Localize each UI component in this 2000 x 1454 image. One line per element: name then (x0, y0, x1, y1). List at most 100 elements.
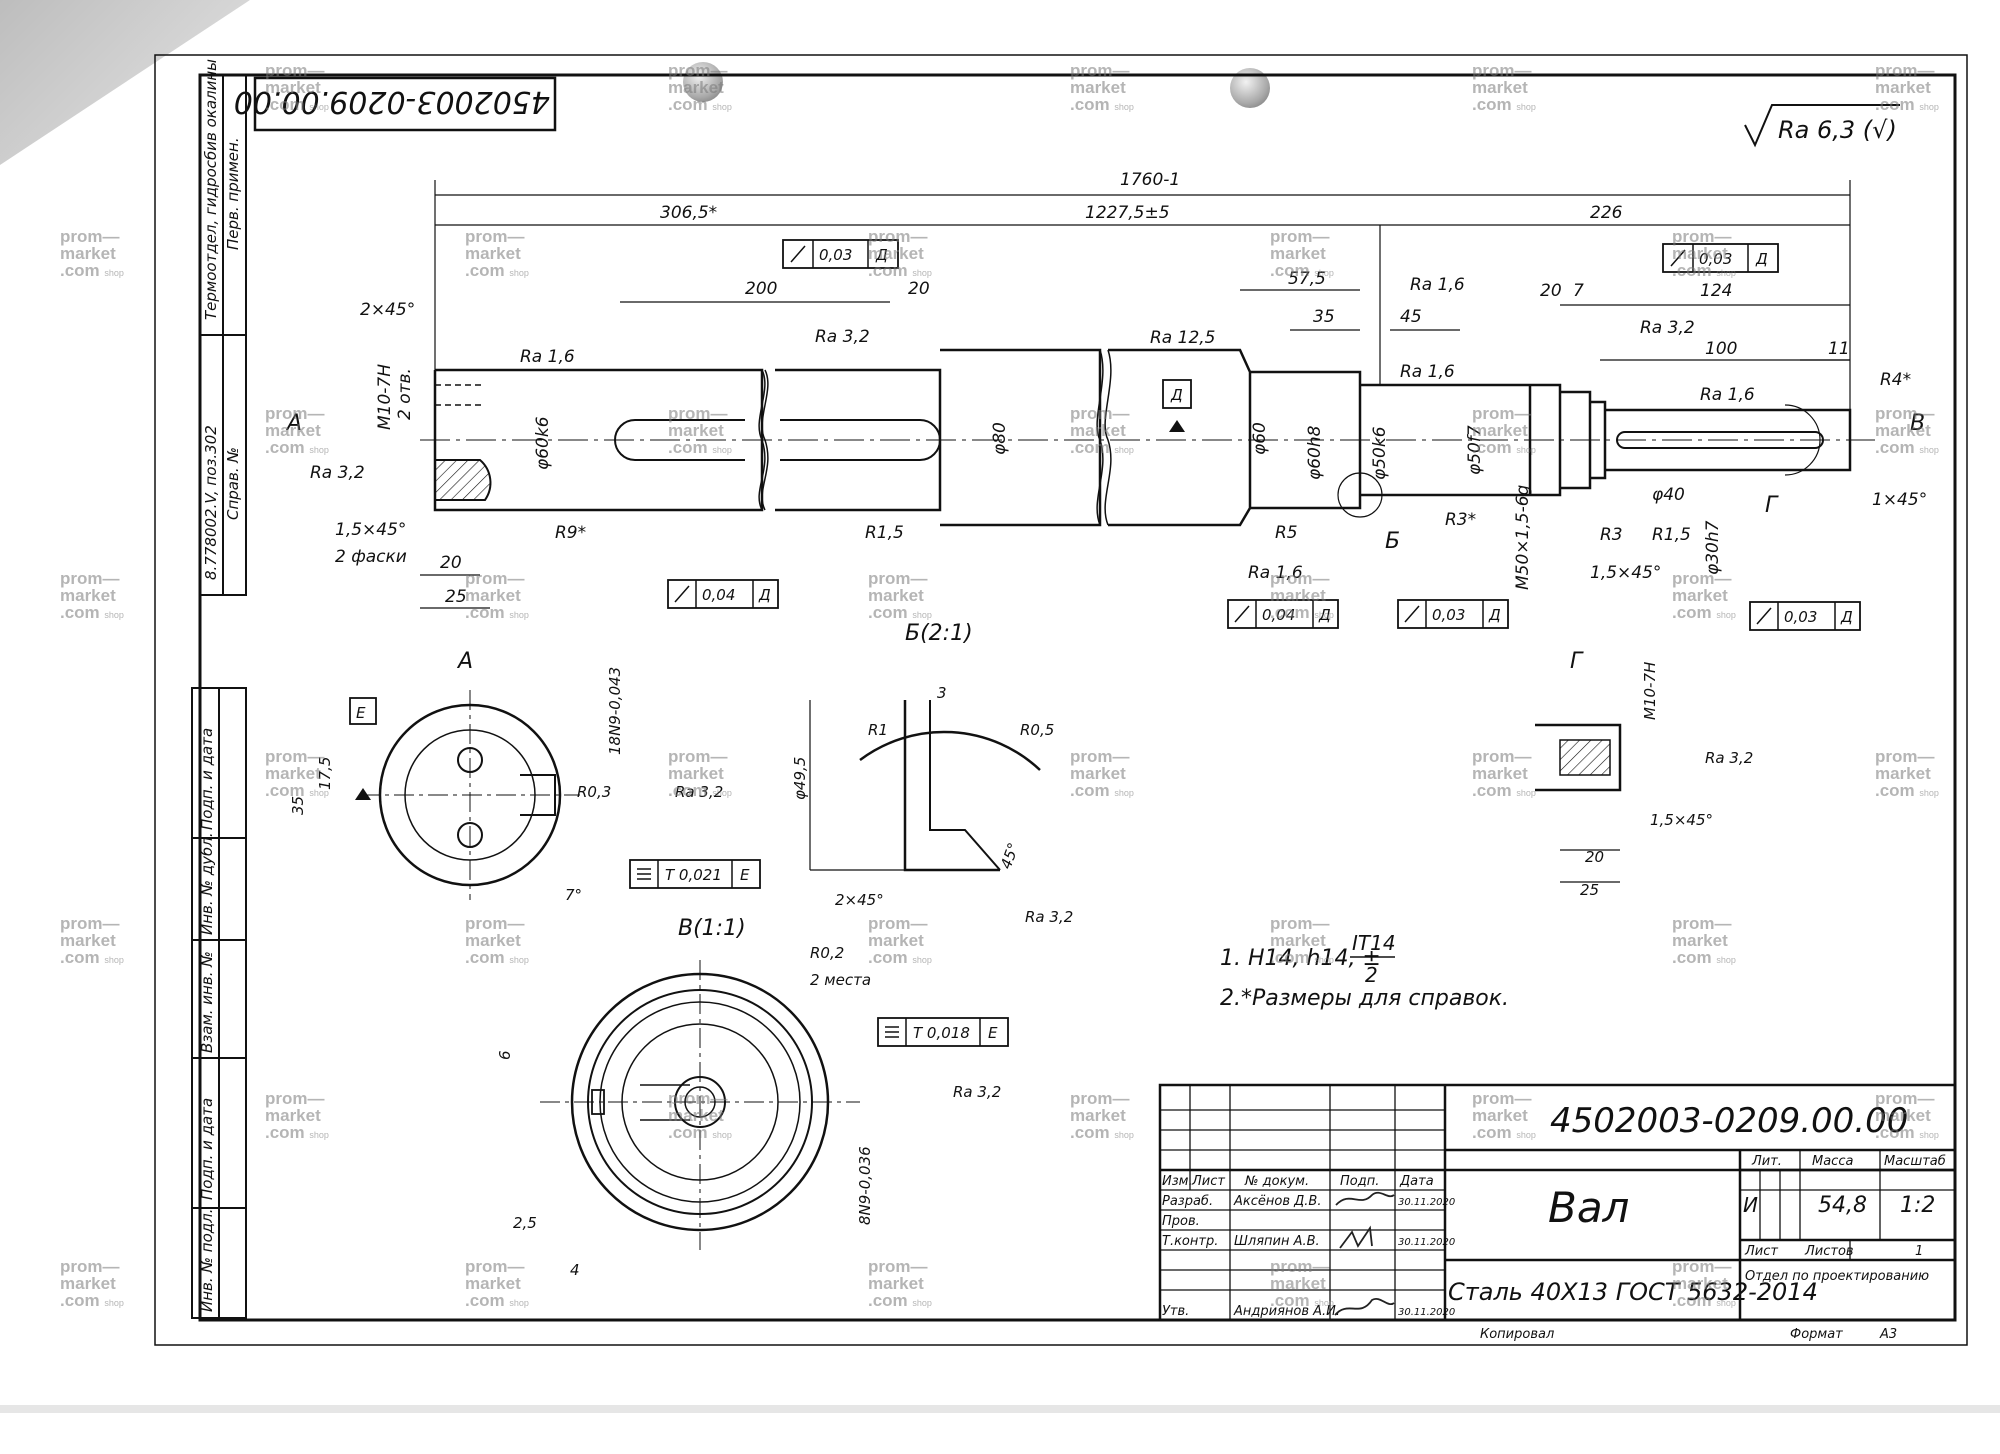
scale-label: Масштаб (1884, 1154, 1946, 1169)
dim-diameter: φ40 (1652, 485, 1685, 505)
svg-text:0,03: 0,03 (819, 246, 852, 264)
svg-text:Д: Д (758, 586, 771, 604)
dim-306-5: 306,5* (660, 203, 717, 223)
detail-v-title: В(1:1) (678, 916, 746, 941)
dim-226: 226 (1590, 203, 1623, 223)
perv-primen-label: Перв. примен. (224, 137, 242, 250)
dim-diameter: φ60h8 (1305, 425, 1325, 480)
dim-radius: R1,5 (1652, 525, 1691, 545)
tolerance-frame: 0,04 Д (1227, 599, 1339, 629)
department: Отдел по проектированию (1745, 1269, 1929, 1284)
dim-holes: 2 отв. (395, 368, 415, 420)
datum-marker: Д (1162, 379, 1192, 432)
dim-diameter: φ50f7 (1465, 425, 1485, 475)
role: Разраб. (1162, 1194, 1213, 1209)
dim-radius: R3* (1445, 510, 1476, 530)
dimension-lines (420, 180, 1851, 609)
section-a-title: А (456, 649, 473, 674)
pushpin (683, 62, 723, 102)
svg-text:Д: Д (1488, 606, 1501, 624)
roughness-mark: Ra 12,5 (1150, 328, 1216, 348)
detail-g-title: Г (1570, 649, 1584, 674)
svg-text:0,04: 0,04 (702, 586, 735, 604)
drawing-number: 4502003-0209.00.00 (1550, 1101, 1908, 1141)
dim-chamfer: 1,5×45° (1650, 811, 1713, 829)
header-date: Дата (1399, 1174, 1434, 1189)
tolerance-frame: 0,04 Д (667, 579, 779, 609)
svg-text:Е: Е (740, 866, 750, 884)
dim-angle: 45° (997, 840, 1023, 871)
dim-200: 200 (745, 279, 777, 299)
inv-podl-label: Инв. № подл. (198, 1209, 216, 1312)
inv-dubl-label: Инв. № дубл. (198, 832, 216, 935)
role: Т.контр. (1162, 1234, 1218, 1249)
dim-57-5: 57,5 (1288, 269, 1326, 289)
dim-radius: R1,5 (865, 523, 904, 543)
roughness-label: Ra 6,3 (√) (1778, 116, 1897, 144)
dimension-texts: 1760-1 306,5* 1227,5±5 226 200 20 57,5 3… (285, 170, 1927, 607)
signature (1339, 1225, 1373, 1249)
left-strip-table (191, 74, 247, 1319)
detail-g: Г M10-7H Ra 3,2 1,5×45° 20 25 (1535, 649, 1753, 899)
detail-v: В(1:1) R0,2 2 места Т 0,018 Е Ra 3,2 6 2… (496, 916, 1009, 1279)
person-name: Аксёнов Д.В. (1233, 1194, 1321, 1209)
roughness-mark: Ra 3,2 (815, 327, 870, 347)
dim-radius: R0,5 (1020, 721, 1054, 739)
vzam-inv-label: Взам. инв. № (198, 951, 216, 1053)
dim-chamfer: 2×45° (835, 891, 884, 909)
signature (1334, 1297, 1395, 1316)
note-2: 2.*Размеры для справок. (1220, 986, 1509, 1011)
roughness-mark: Ra 1,6 (1410, 275, 1465, 295)
person-name: Андриянов А.И. (1233, 1304, 1340, 1319)
svg-text:0,03: 0,03 (1432, 606, 1465, 624)
dim-radius: R1 (868, 721, 888, 739)
dim-angle: 7° (565, 886, 582, 904)
shaft-outline (433, 348, 1852, 527)
roughness-mark: Ra 3,2 (310, 463, 365, 483)
section-a: А Е 35 17,5 R0,3 Ra 3,2 18N9-0,043 7° Т … (289, 649, 761, 904)
dim-total-length: 1760-1 (1120, 170, 1180, 190)
dim-2-5: 2,5 (513, 1214, 537, 1232)
dim-diameter: φ60k6 (533, 416, 553, 470)
title-block: 4502003-0209.00.00 Вал Сталь 40Х13 ГОСТ … (1158, 1083, 1957, 1342)
dim-diameter: φ30h7 (1703, 520, 1723, 575)
detail-b-title: Б(2:1) (905, 621, 973, 646)
svg-text:Т 0,021: Т 0,021 (665, 866, 722, 884)
dim-thread: M10-7H (375, 364, 395, 430)
sheets-value: 1 (1915, 1244, 1923, 1259)
svg-text:0,03: 0,03 (1699, 250, 1732, 268)
dim-radius: R5 (1275, 523, 1298, 543)
dim-chamfer: 2×45° (360, 300, 415, 320)
detail-b-circle (1337, 472, 1383, 518)
general-roughness: Ra 6,3 (√) (1744, 104, 1900, 148)
drawing-number-box-rotated: 4502003-0209.00.00 (234, 76, 557, 132)
tolerance-frame: 0,03 Д (782, 239, 899, 269)
dim-slot: 8N9-0,036 (856, 1146, 874, 1225)
dim-45: 45 (1400, 307, 1422, 327)
header-izm: Изм. (1162, 1174, 1193, 1189)
sheet-label: Лист (1744, 1244, 1778, 1259)
dim-note: 2 фаски (335, 547, 407, 567)
drawing-number-rotated: 4502003-0209.00.00 (234, 84, 550, 119)
dim-radius: R4* (1880, 370, 1911, 390)
mass-label: Масса (1812, 1154, 1853, 1169)
dim-20: 20 (440, 553, 462, 573)
roughness-mark: Ra 3,2 (1705, 749, 1753, 767)
note-1-fraction-bottom: 2 (1365, 963, 1378, 987)
dim-20: 20 (1585, 848, 1604, 866)
dim-35: 35 (289, 796, 307, 815)
svg-text:Т 0,018: Т 0,018 (913, 1024, 970, 1042)
notes: 1. H14, h14, ± IT14 2 2.*Размеры для спр… (1220, 931, 1509, 1011)
view-arrow-label: А (285, 411, 302, 436)
sign-date: 30.11.2020 (1398, 1197, 1455, 1208)
dim-radius: R0,3 (577, 783, 611, 801)
sheet-frame (154, 54, 1968, 1346)
roughness-mark: Ra 1,6 (1400, 362, 1455, 382)
svg-text:0,04: 0,04 (1262, 606, 1295, 624)
svg-text:Д: Д (875, 246, 888, 264)
mass-value: 54,8 (1818, 1193, 1867, 1218)
svg-text:Д: Д (1170, 386, 1183, 404)
lit-value: И (1743, 1193, 1758, 1217)
podp-data-label: Подп. и дата (198, 728, 216, 830)
dim-diameter: φ50k6 (1370, 426, 1390, 480)
